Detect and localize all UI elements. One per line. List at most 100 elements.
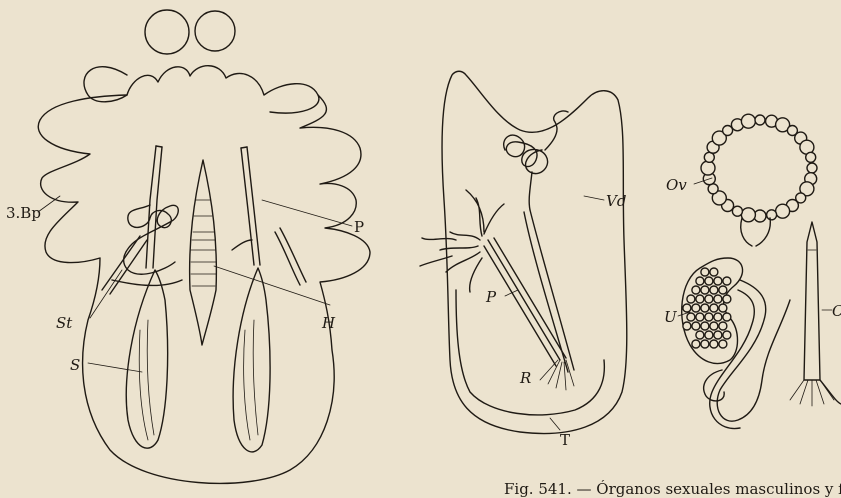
- fig2-central-bundle: [484, 238, 566, 366]
- uterus-granule: [687, 313, 695, 321]
- leader-vd: [584, 196, 604, 200]
- ovary-bead: [755, 115, 765, 125]
- uterus-granule: [701, 304, 709, 312]
- ovary-bead: [776, 204, 790, 218]
- label-u: U: [664, 308, 678, 326]
- fig2-retractor: [540, 360, 574, 390]
- figure-2-organism: Vd P R T: [420, 71, 627, 449]
- fig3-duct-lower: [704, 370, 724, 401]
- uterus-granule: [701, 286, 709, 294]
- uterus-granule: [696, 295, 704, 303]
- uterus-granule: [710, 268, 718, 276]
- right-vas-tube-b: [247, 147, 260, 265]
- uterus-granule: [705, 277, 713, 285]
- uterus-granule: [701, 340, 709, 348]
- uterus-granule: [714, 295, 722, 303]
- leader-t: [550, 418, 560, 430]
- uterus-granule: [723, 313, 731, 321]
- uterus-granule: [719, 340, 727, 348]
- uterus-granule: [692, 304, 700, 312]
- label-p-fig1: P: [354, 218, 364, 236]
- uterus-granule: [714, 277, 722, 285]
- label-st: St: [56, 314, 73, 332]
- coiled-duct: [124, 205, 179, 274]
- uterus-granule: [705, 313, 713, 321]
- right-organ-hatch: [244, 320, 258, 440]
- ovary-bead: [741, 114, 755, 128]
- right-vas-tube: [241, 148, 254, 265]
- ovary-bead: [807, 163, 817, 173]
- uterus-granule: [683, 304, 691, 312]
- label-ov: Ov: [666, 176, 687, 194]
- copulatory-organ: [804, 222, 820, 380]
- ovary-bead: [806, 152, 816, 162]
- uterus-granule: [710, 286, 718, 294]
- leader-h: [214, 266, 330, 305]
- right-tube-lower: [275, 232, 300, 285]
- uterus-granule: [710, 322, 718, 330]
- uterus-granule: [701, 268, 709, 276]
- top-circle-left: [145, 10, 189, 54]
- uterus-granule: [692, 340, 700, 348]
- right-seminal-organ: [233, 268, 270, 452]
- fig2-side-ducts: [524, 210, 574, 372]
- fig2-branched-organ: [420, 190, 504, 292]
- anterior-lobes: [84, 66, 319, 113]
- uterus-granule: [710, 304, 718, 312]
- left-organ-hatch: [139, 320, 154, 440]
- label-r: R: [519, 369, 531, 387]
- ovary-bead: [741, 208, 755, 222]
- leader-st: [90, 270, 122, 318]
- uterus-granule: [696, 313, 704, 321]
- uterus-granule: [723, 331, 731, 339]
- label-s: S: [70, 356, 80, 374]
- uterus-granule: [705, 331, 713, 339]
- uterus-granule: [719, 322, 727, 330]
- uterus-granule: [710, 340, 718, 348]
- central-organ-h: [190, 160, 217, 345]
- body-outline: [38, 95, 370, 483]
- label-p-fig2: P: [485, 288, 497, 306]
- uterus-granule: [705, 295, 713, 303]
- right-small-duct: [232, 240, 252, 250]
- figure-3-female-organs: Ov U C: [664, 114, 841, 428]
- top-circle-right: [195, 11, 235, 51]
- uterus-granule: [696, 277, 704, 285]
- uterus-granule: [696, 331, 704, 339]
- leader-bp: [38, 196, 60, 212]
- uterus-granule: [719, 304, 727, 312]
- ovary-bead: [701, 161, 715, 175]
- ovary-ring: [701, 114, 817, 222]
- label-3bp: 3.Bp: [6, 204, 41, 222]
- uterus-granule: [683, 322, 691, 330]
- fig2-coiled-duct: [504, 135, 548, 174]
- st-duct: [112, 280, 182, 285]
- fig2-inner-outline: [456, 290, 604, 415]
- label-c: C: [832, 302, 841, 320]
- leader-p: [262, 200, 352, 226]
- uterus-granule: [714, 313, 722, 321]
- uterus-granules: [683, 268, 731, 348]
- copulatory-organ-base: [790, 380, 834, 406]
- uterus-granule: [687, 295, 695, 303]
- uterus-granule: [723, 295, 731, 303]
- left-tube-cap: [156, 146, 162, 147]
- label-vd: Vd: [606, 192, 626, 210]
- right-tube-lower-b: [280, 228, 306, 282]
- uterus-granule: [719, 286, 727, 294]
- fig2-duct-down: [529, 172, 532, 210]
- figure-1-male-organs: 3.Bp P St S H: [6, 10, 370, 483]
- right-tube-cap: [241, 147, 247, 148]
- fig2-duct-right: [545, 111, 568, 150]
- figure-caption: Fig. 541. — Órganos sexuales masculinos …: [504, 480, 841, 498]
- uterus-granule: [701, 322, 709, 330]
- uterus-granule: [714, 331, 722, 339]
- uterus-granule: [692, 286, 700, 294]
- uterus-granule: [692, 322, 700, 330]
- label-t: T: [560, 431, 570, 449]
- leader-s: [88, 363, 142, 372]
- ovary-bead: [767, 210, 777, 220]
- uterus-granule: [723, 277, 731, 285]
- label-h: H: [321, 314, 336, 332]
